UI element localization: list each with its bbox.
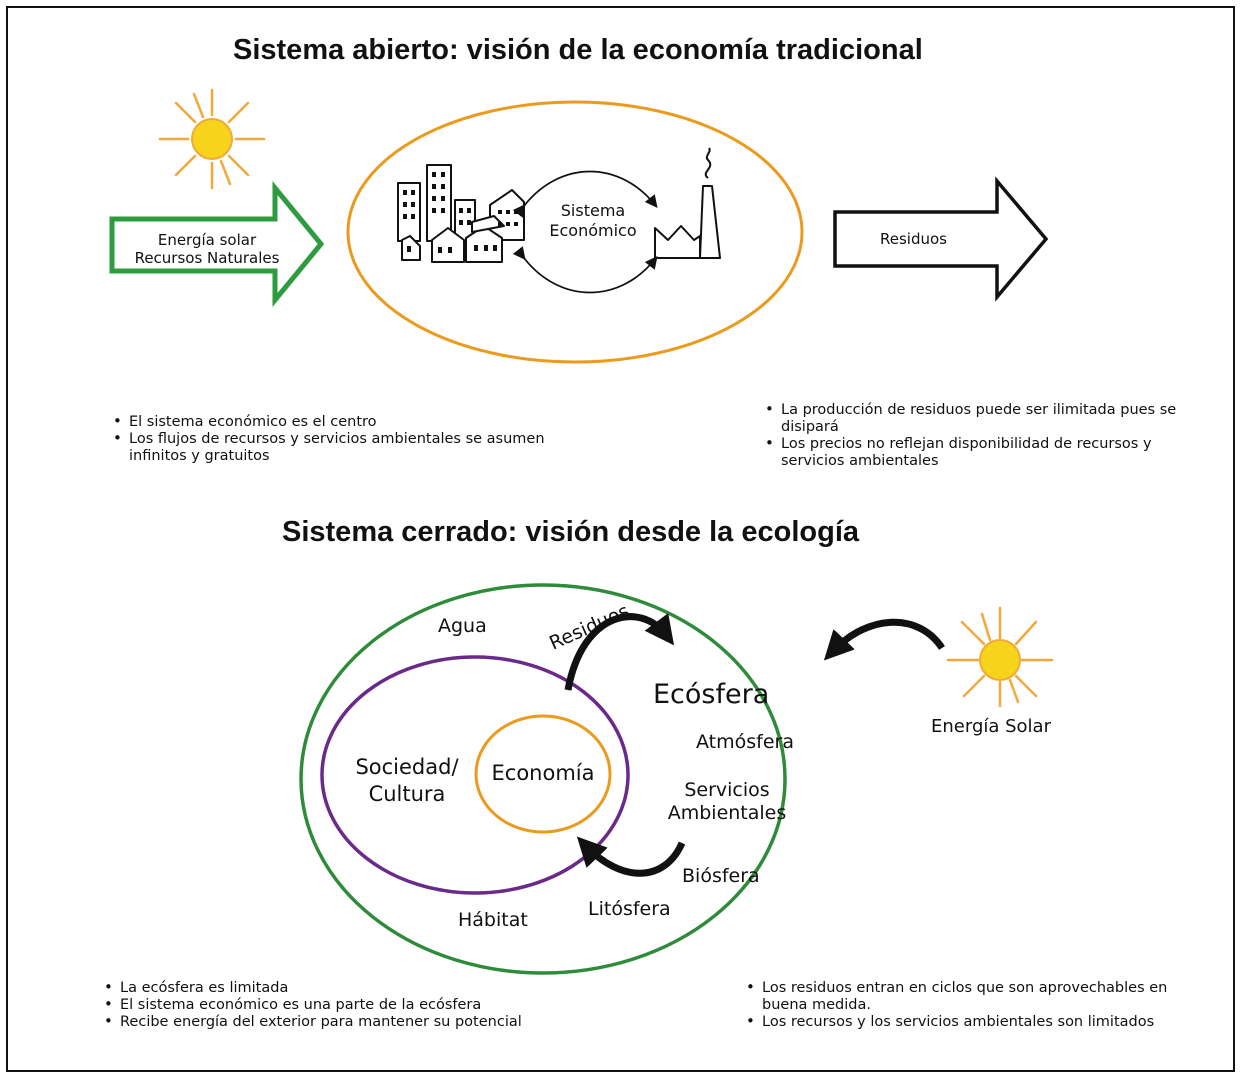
output-arrow-label: Residuos [880,230,947,248]
label-energia-solar: Energía Solar [931,716,1051,737]
open-system-bullets-right: La producción de residuos puede ser ilim… [765,401,1215,470]
label-atmosfera: Atmósfera [696,731,794,753]
economic-system-ellipse [346,100,804,364]
closed-system-bullets-left: La ecósfera es limitada El sistema econó… [104,979,664,1031]
output-arrow [833,176,1049,302]
label-litosfera: Litósfera [588,898,671,920]
label-servicios-line1: Servicios [684,779,770,801]
list-item: El sistema económico es una parte de la … [104,996,664,1014]
label-sociedad: Sociedad/ Cultura [340,754,474,808]
label-residuos-curved: Residuos [546,600,632,655]
list-item: Los flujos de recursos y servicios ambie… [113,430,563,465]
economic-system-line1: Sistema [560,201,626,220]
waste-cycle-arrow [564,613,675,691]
list-item: Los residuos entran en ciclos que son ap… [746,979,1216,1014]
label-servicios-line2: Ambientales [667,802,787,824]
closed-system-title: Sistema cerrado: visión desde la ecologí… [282,516,859,548]
society-ellipse [320,655,630,895]
input-arrow-label: Energía solar Recursos Naturales [112,231,302,267]
sun-icon [158,88,266,190]
economy-ellipse [474,714,612,834]
cycle-arrows-icon [512,170,658,294]
open-system-bullets-left: El sistema económico es el centro Los fl… [113,413,563,465]
label-economia: Economía [491,761,595,785]
label-habitat: Hábitat [458,909,528,931]
input-arrow-line2: Recursos Naturales [134,249,280,267]
list-item: El sistema económico es el centro [113,413,563,431]
closed-system-bullets-right: Los residuos entran en ciclos que son ap… [746,979,1216,1031]
factory-icon [654,147,721,259]
label-ecosfera: Ecósfera [653,679,770,710]
economic-system-line2: Económico [549,221,637,240]
economic-system-label: Sistema Económico [539,201,647,241]
list-item: Recibe energía del exterior para mantene… [104,1013,664,1031]
input-arrow-line1: Energía solar [157,231,257,249]
solar-inflow-arrow [823,618,945,661]
open-system-title: Sistema abierto: visión de la economía t… [233,34,923,66]
label-sociedad-line2: Cultura [368,782,446,806]
list-item: La ecósfera es limitada [104,979,664,997]
list-item: Los precios no reflejan disponibilidad d… [765,435,1215,470]
label-sociedad-line1: Sociedad/ [355,755,459,779]
sun-icon [946,606,1054,708]
city-buildings-icon [397,164,525,263]
list-item: Los recursos y los servicios ambientales… [746,1013,1216,1031]
ecosphere-ellipse [299,583,787,975]
diagram-frame [6,6,1235,1072]
input-arrow [109,181,325,307]
label-biosfera: Biósfera [682,865,760,887]
list-item: La producción de residuos puede ser ilim… [765,401,1215,436]
label-servicios: Servicios Ambientales [648,779,806,825]
services-cycle-arrow [576,836,686,877]
label-agua: Agua [438,615,487,637]
